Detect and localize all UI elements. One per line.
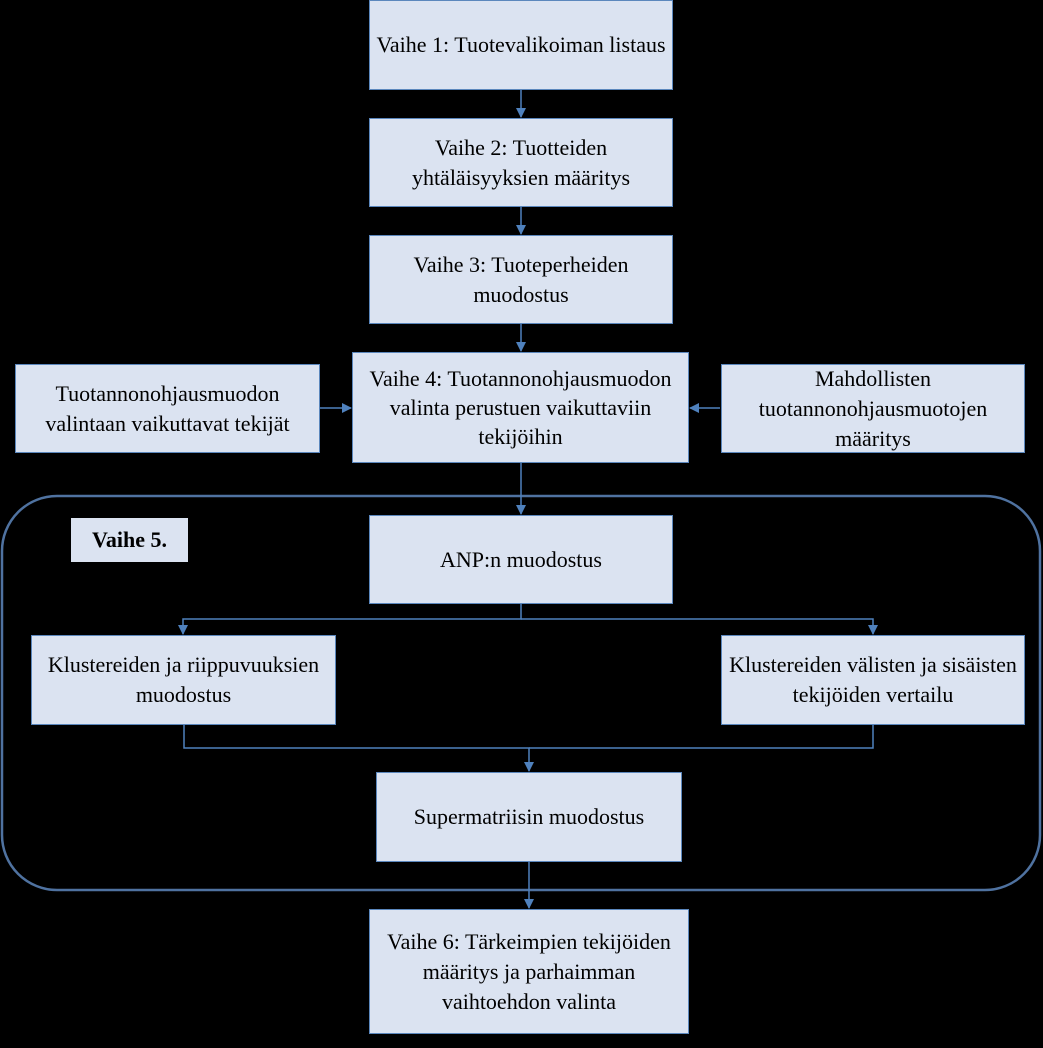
step4-text: Vaihe 4: Tuotannonohjausmuodon valinta p… [369,366,672,449]
phase5-label: Vaihe 5. [71,518,188,562]
factors-text: Tuotannonohjausmuodon valintaan vaikutta… [45,380,290,436]
clusters-box: Klustereiden ja riippuvuuksien muodostus [31,635,336,725]
comparison-box: Klustereiden välisten ja sisäisten tekij… [721,635,1025,725]
step3-text: Vaihe 3: Tuoteperheiden muodostus [413,251,629,307]
arrow-clusters-to-supermatrix [183,725,534,772]
step1-box: Vaihe 1: Tuotevalikoiman listaus [369,0,673,90]
alternatives-box: Mahdollisten tuotannonohjausmuotojen mää… [721,364,1025,453]
alternatives-text: Mahdollisten tuotannonohjausmuotojen mää… [758,365,988,451]
step6-box: Vaihe 6: Tärkeimpien tekijöiden määritys… [369,909,689,1034]
anp-text: ANP:n muodostus [440,546,602,572]
arrow-anp-to-comparison [521,618,878,635]
step1-text: Vaihe 1: Tuotevalikoiman listaus [376,32,666,57]
arrow-anp-to-clusters [178,604,522,635]
comparison-text: Klustereiden välisten ja sisäisten tekij… [729,652,1017,707]
step2-box: Vaihe 2: Tuotteiden yhtäläisyyksien määr… [369,118,673,207]
supermatrix-box: Supermatriisin muodostus [376,772,682,862]
line-comparison-to-merge [529,725,874,749]
step4-box: Vaihe 4: Tuotannonohjausmuodon valinta p… [352,352,689,463]
step3-box: Vaihe 3: Tuoteperheiden muodostus [369,235,673,324]
supermatrix-text: Supermatriisin muodostus [413,804,645,829]
factors-box: Tuotannonohjausmuodon valintaan vaikutta… [15,364,320,453]
step6-text: Vaihe 6: Tärkeimpien tekijöiden määritys… [387,928,671,1014]
step2-text: Vaihe 2: Tuotteiden yhtäläisyyksien määr… [411,134,631,190]
anp-box: ANP:n muodostus [369,515,673,604]
clusters-text: Klustereiden ja riippuvuuksien muodostus [47,652,320,707]
